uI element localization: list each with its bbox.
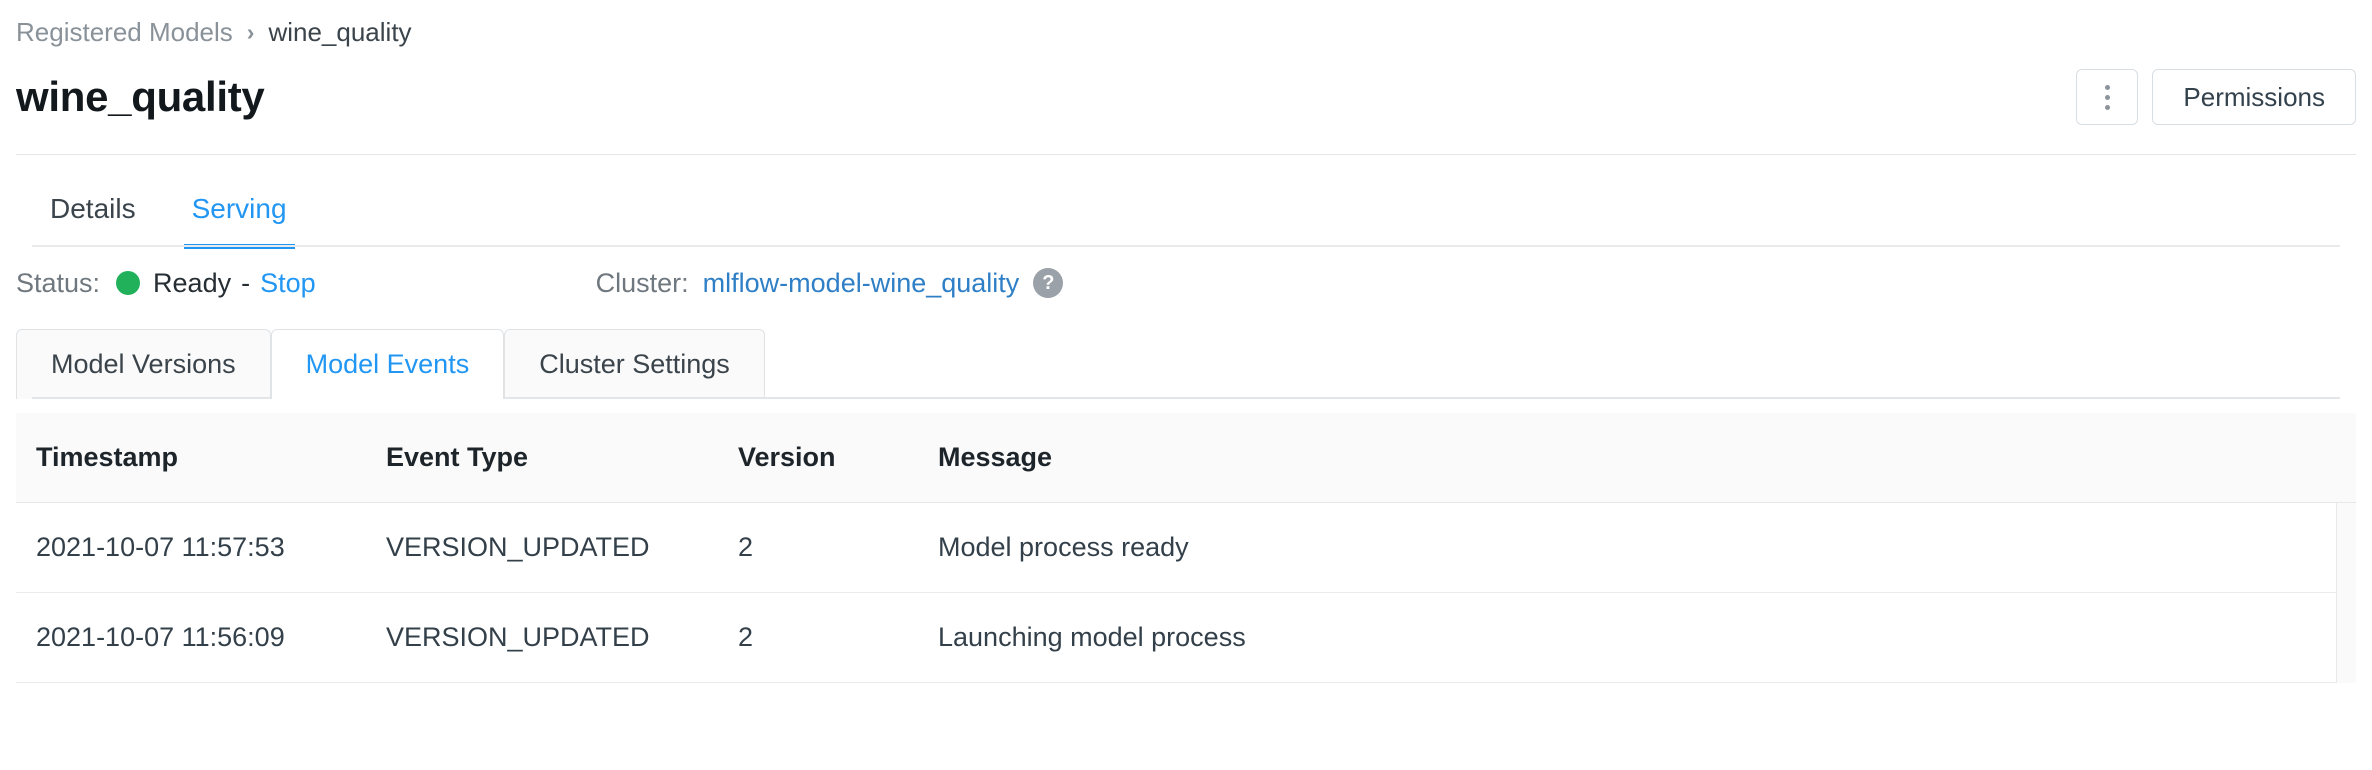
cluster-block: Cluster: mlflow-model-wine_quality ? (596, 268, 1064, 299)
column-header-timestamp[interactable]: Timestamp (16, 413, 366, 503)
header-divider (16, 154, 2356, 155)
title-row: wine_quality Permissions (16, 54, 2356, 140)
column-header-version[interactable]: Version (718, 413, 918, 503)
table-header: Timestamp Event Type Version Message (16, 413, 2356, 503)
question-mark-icon[interactable]: ? (1033, 268, 1064, 298)
more-options-button[interactable] (2076, 69, 2139, 125)
table-vertical-scrollbar[interactable] (2336, 503, 2356, 683)
subtab-model-events[interactable]: Model Events (270, 329, 505, 401)
status-separator: - (241, 267, 251, 298)
subtab-cluster-settings[interactable]: Cluster Settings (504, 329, 765, 399)
primary-tabs: Details Serving (16, 155, 2356, 249)
cell-event-type: VERSION_UPDATED (366, 502, 718, 593)
subtabs-underline (32, 397, 2340, 399)
breadcrumb-registered-models[interactable]: Registered Models (16, 16, 233, 47)
status-block: Status: Ready - Stop (16, 268, 316, 299)
table-body: 2021-10-07 11:57:53 VERSION_UPDATED 2 Mo… (16, 502, 2356, 683)
status-label: Status: (16, 267, 101, 298)
tabs-underline (32, 245, 2340, 247)
cell-version: 2 (718, 502, 918, 593)
column-header-event-type[interactable]: Event Type (366, 413, 718, 503)
page-title: wine_quality (16, 73, 265, 120)
cell-message: Model process ready (918, 502, 2356, 593)
title-actions: Permissions (2076, 69, 2356, 125)
table-row[interactable]: 2021-10-07 11:56:09 VERSION_UPDATED 2 La… (16, 592, 2356, 683)
cell-message: Launching model process (918, 592, 2356, 683)
stop-link[interactable]: Stop (260, 267, 316, 298)
status-row: Status: Ready - Stop Cluster: mlflow-mod… (16, 247, 2356, 319)
breadcrumb: Registered Models › wine_quality (16, 0, 2356, 54)
status-dot-icon (116, 271, 141, 295)
table-header-row: Timestamp Event Type Version Message (16, 413, 2356, 503)
cell-event-type: VERSION_UPDATED (366, 592, 718, 683)
status-value: Ready (153, 267, 232, 298)
cluster-label: Cluster: (595, 267, 689, 298)
cell-timestamp: 2021-10-07 11:56:09 (16, 592, 366, 683)
model-events-table-wrapper: Timestamp Event Type Version Message 202… (16, 413, 2356, 683)
more-vertical-icon (2104, 84, 2110, 110)
cell-version: 2 (718, 592, 918, 683)
breadcrumb-current: wine_quality (268, 16, 412, 47)
table-row[interactable]: 2021-10-07 11:57:53 VERSION_UPDATED 2 Mo… (16, 502, 2356, 593)
sub-tabs: Model Versions Model Events Cluster Sett… (16, 319, 2356, 401)
column-header-message[interactable]: Message (918, 413, 2356, 503)
cell-timestamp: 2021-10-07 11:57:53 (16, 502, 366, 593)
cluster-name-link[interactable]: mlflow-model-wine_quality (702, 267, 1020, 298)
model-events-table: Timestamp Event Type Version Message 202… (16, 413, 2356, 683)
subtab-model-versions[interactable]: Model Versions (16, 329, 271, 399)
tab-serving[interactable]: Serving (183, 193, 295, 249)
chevron-right-icon: › (246, 18, 255, 45)
permissions-button[interactable]: Permissions (2152, 69, 2356, 125)
tab-details[interactable]: Details (50, 193, 136, 224)
